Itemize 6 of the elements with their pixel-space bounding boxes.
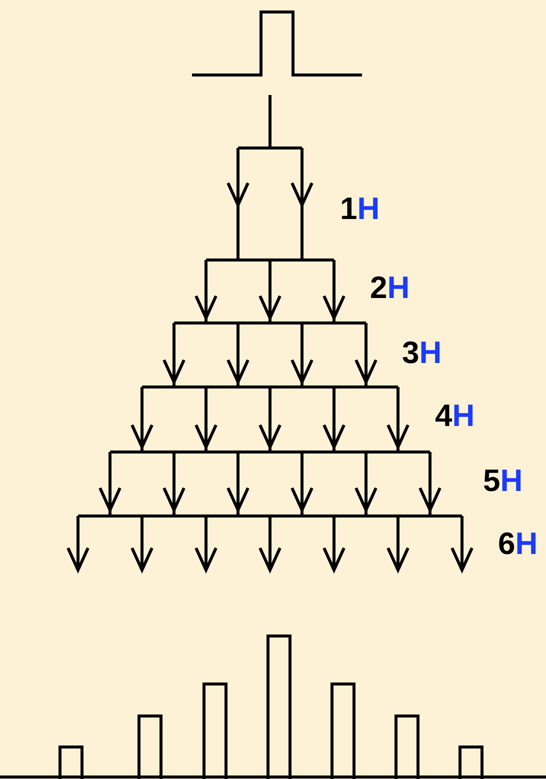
multiplicity-label: 2H — [370, 272, 410, 303]
multiplicity-label: 4H — [435, 400, 475, 431]
multiplicity-label: 1H — [340, 193, 380, 224]
multiplicity-label: 6H — [498, 528, 538, 559]
multiplicity-label: 3H — [402, 337, 442, 368]
multiplicity-label: 5H — [483, 465, 523, 496]
